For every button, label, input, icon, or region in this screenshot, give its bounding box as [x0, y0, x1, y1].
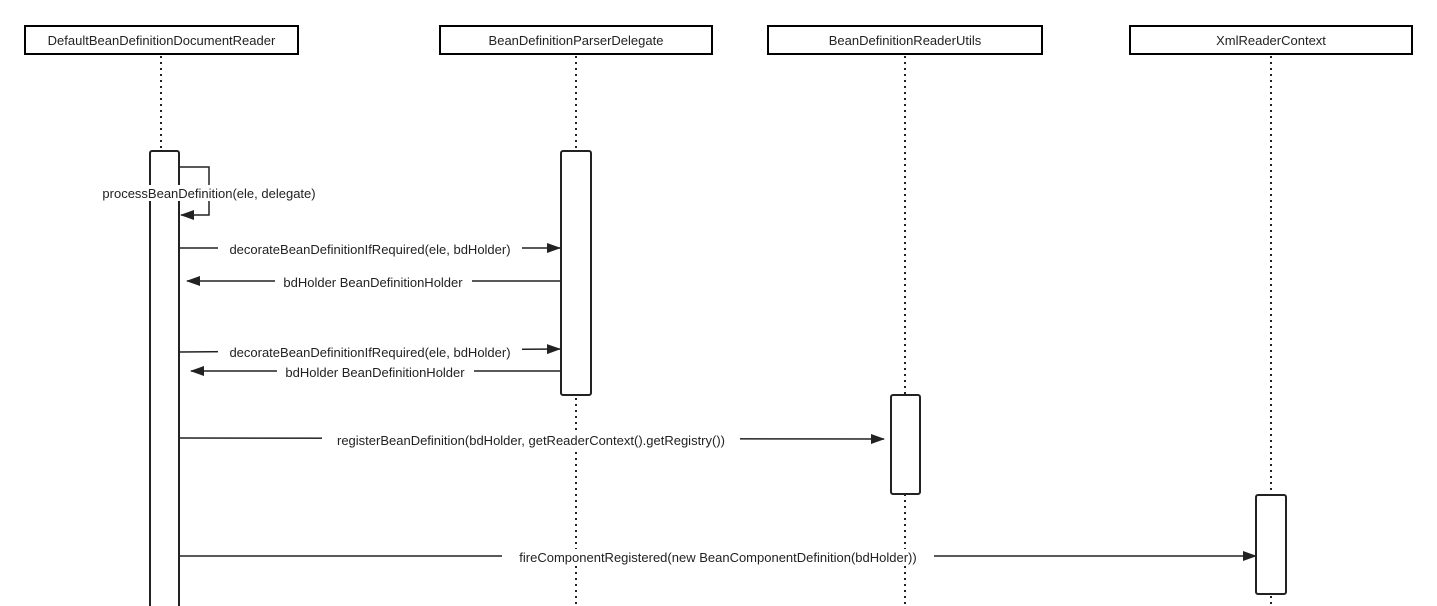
message-label-background — [275, 274, 472, 290]
message-return-bd-holder-1[interactable]: bdHolder BeanDefinitionHolder — [186, 274, 560, 290]
activation-bar-document-reader — [149, 150, 180, 606]
participant-xml-reader-context[interactable]: XmlReaderContext — [1129, 25, 1413, 55]
message-label: bdHolder BeanDefinitionHolder — [283, 275, 463, 290]
message-label: fireComponentRegistered(new BeanComponen… — [519, 550, 916, 565]
participant-label: DefaultBeanDefinitionDocumentReader — [48, 33, 276, 48]
message-process-bean-definition[interactable]: processBeanDefinition(ele, delegate) — [95, 166, 323, 220]
message-label-background — [218, 241, 522, 257]
participant-label: BeanDefinitionReaderUtils — [829, 33, 982, 48]
participant-bean-definition-reader-utils[interactable]: BeanDefinitionReaderUtils — [767, 25, 1043, 55]
message-label-background — [218, 344, 522, 360]
message-register-bean-definition[interactable]: registerBeanDefinition(bdHolder, getRead… — [179, 432, 885, 448]
message-label: decorateBeanDefinitionIfRequired(ele, bd… — [229, 242, 510, 257]
participant-label: BeanDefinitionParserDelegate — [489, 33, 664, 48]
activation-bar-reader-utils — [890, 394, 921, 495]
message-label-background — [502, 549, 934, 565]
activation-bar-parser-delegate — [560, 150, 592, 396]
message-label: decorateBeanDefinitionIfRequired(ele, bd… — [229, 345, 510, 360]
message-return-bd-holder-2[interactable]: bdHolder BeanDefinitionHolder — [190, 364, 560, 380]
message-decorate-bean-definition-1[interactable]: decorateBeanDefinitionIfRequired(ele, bd… — [180, 241, 561, 257]
message-decorate-bean-definition-2[interactable]: decorateBeanDefinitionIfRequired(ele, bd… — [179, 344, 561, 360]
message-fire-component-registered[interactable]: fireComponentRegistered(new BeanComponen… — [180, 549, 1257, 565]
lifelines — [160, 56, 1272, 606]
message-label: bdHolder BeanDefinitionHolder — [285, 365, 465, 380]
message-label: processBeanDefinition(ele, delegate) — [102, 186, 315, 201]
participant-box — [439, 25, 713, 55]
participant-box — [767, 25, 1043, 55]
participant-box — [24, 25, 299, 55]
message-label: registerBeanDefinition(bdHolder, getRead… — [337, 433, 725, 448]
message-label-background — [322, 432, 740, 448]
message-label-background — [95, 185, 323, 201]
activation-bar-xml-reader-context — [1255, 494, 1287, 595]
participant-box — [1129, 25, 1413, 55]
participant-bean-definition-parser-delegate[interactable]: BeanDefinitionParserDelegate — [439, 25, 713, 55]
participant-label: XmlReaderContext — [1216, 33, 1326, 48]
activation-bars — [149, 150, 1287, 606]
message-label-background — [277, 364, 474, 380]
participant-default-bean-definition-document-reader[interactable]: DefaultBeanDefinitionDocumentReader — [24, 25, 299, 55]
